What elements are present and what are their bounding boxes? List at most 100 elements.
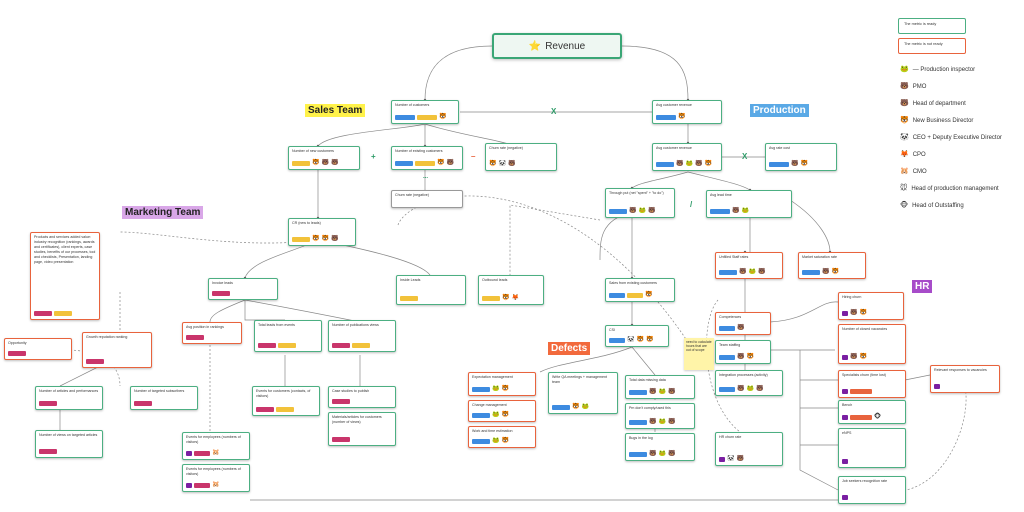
- metric-node[interactable]: HR churn rate 🐼🐻: [715, 432, 783, 466]
- metric-node[interactable]: Events for customers (contacts, of visit…: [252, 386, 320, 416]
- tiger-icon: 🐯: [437, 160, 445, 166]
- metric-label: Avg lead time: [710, 193, 732, 197]
- legend-role-label: New Business Director: [912, 118, 974, 124]
- metric-node[interactable]: Products and services added value: indus…: [30, 232, 100, 320]
- metric-label: Events for employees (numbers of visitor…: [186, 467, 241, 476]
- revenue-root-node[interactable]: ⭐ Revenue: [492, 33, 622, 59]
- metric-node[interactable]: Write QA meetings + management team 🐯🐸: [548, 372, 618, 414]
- metric-node[interactable]: CSI 🐼🐯🐯: [605, 325, 669, 347]
- metric-label: Total data missing data: [629, 378, 666, 382]
- metric-node[interactable]: Bench 🐵: [838, 400, 906, 424]
- metric-node[interactable]: Invoice leads: [208, 278, 278, 300]
- metric-label: HR churn rate: [719, 435, 742, 439]
- metric-node[interactable]: Avg rate cost 🐻🐯: [765, 143, 837, 171]
- metric-label: Number of publications views: [332, 323, 379, 327]
- metric-label: Hiring churn: [842, 295, 862, 299]
- legend-role-item: 🐻Head of department: [900, 100, 966, 107]
- metric-node[interactable]: Avg customer revenue 🐻🐸🐻🐯: [652, 143, 722, 171]
- metric-node[interactable]: Market saturation rate 🐻🐯: [798, 252, 866, 279]
- tiger-icon: 🐯: [800, 161, 808, 167]
- metric-node[interactable]: Relevant responses to vacancies: [930, 365, 1000, 393]
- bear-icon: 🐻: [737, 325, 745, 331]
- sticky-note[interactable]: need to calculate hours that are out of …: [684, 338, 714, 370]
- metric-node[interactable]: Outbound leads 🐯🦊: [478, 275, 544, 305]
- metric-node[interactable]: Avg position in rankings: [182, 322, 242, 344]
- metric-node[interactable]: Competences 🐻: [715, 312, 771, 335]
- metric-label: Integration processes (activity): [719, 373, 768, 377]
- metric-node[interactable]: Number of existing customers 🐯🐻: [391, 146, 463, 170]
- metric-node[interactable]: Through put (net "spent" + "to do") 🐻🐸🐻: [605, 188, 675, 218]
- metric-node[interactable]: Number of customers 🐯: [391, 100, 459, 124]
- metric-node[interactable]: Unfilled Staff rates 🐻🐸🐻: [715, 252, 783, 279]
- metric-node[interactable]: Events for employees (numbers of visitor…: [182, 432, 250, 460]
- metric-label: Inside Leads: [400, 278, 421, 282]
- metric-node[interactable]: Case studies to publish: [328, 386, 396, 408]
- metric-node[interactable]: Pm don't comply/used this 🐻🐸🐻: [625, 403, 695, 429]
- bear-icon: 🐻: [676, 161, 684, 167]
- legend-role-item: 🐼CEO + Deputy Executive Director: [900, 134, 1002, 141]
- metric-label: Number of targeted subscribers: [134, 389, 185, 393]
- legend-role-item: 🐵Head of Outstaffing: [900, 202, 964, 209]
- bear-icon: 🐻: [739, 269, 747, 275]
- bear-icon: 🐻: [755, 386, 764, 392]
- metric-label: Number of closed vacancies: [842, 327, 888, 331]
- metric-label: Products and services added value: indus…: [34, 235, 96, 264]
- metric-node[interactable]: Churn rate (negative) 🐯🐼🐻: [485, 143, 557, 171]
- metric-node[interactable]: Work and time estimation 🐸🐯: [468, 426, 536, 448]
- metric-node[interactable]: Number of closed vacancies 🐻🐯: [838, 324, 906, 364]
- metric-node[interactable]: Integration processes (activity) 🐻🐸🐻: [715, 370, 783, 396]
- legend-role-item: 🐯New Business Director: [900, 117, 974, 124]
- metric-label: Bench: [842, 403, 853, 407]
- metric-node[interactable]: Total data missing data 🐻🐸🐻: [625, 375, 695, 399]
- bear-icon: 🐻: [757, 269, 766, 275]
- metric-node[interactable]: Avg lead time 🐻🐸: [706, 190, 792, 218]
- metric-label: Job seekers recognition rate: [842, 479, 888, 483]
- legend-not-ready: The metric is not ready: [898, 38, 966, 54]
- metric-node[interactable]: Bugs in the log 🐻🐸🐻: [625, 433, 695, 461]
- metric-node[interactable]: Number of new customers 🐯🐻🐻: [288, 146, 360, 170]
- metric-node[interactable]: Inside Leads: [396, 275, 466, 305]
- metric-node[interactable]: Avg customer revenue 🐯: [652, 100, 722, 124]
- metric-node[interactable]: Total leads from events: [254, 320, 322, 352]
- metric-node[interactable]: Job seekers recognition rate: [838, 476, 906, 504]
- metric-node[interactable]: CR (new to leads) 🐯🐯🐻: [288, 218, 356, 246]
- metric-node[interactable]: Events for employees (numbers of visitor…: [182, 464, 250, 492]
- metric-node[interactable]: Sales from existing customers 🐯: [605, 278, 675, 302]
- panda-icon: 🐼: [498, 161, 506, 167]
- monkey-icon: 🐵: [874, 414, 881, 420]
- metric-label: Bugs in the log: [629, 436, 653, 440]
- metric-node[interactable]: Number of articles and performances: [35, 386, 103, 410]
- metric-node[interactable]: Number of targeted subscribers: [130, 386, 198, 410]
- monkey-icon: 🐵: [900, 202, 909, 209]
- bear-icon: 🐻: [822, 269, 830, 275]
- frog-icon: 🐸: [746, 386, 754, 392]
- bear-icon: 🐻: [649, 389, 657, 395]
- metric-node[interactable]: Hiring churn 🐻🐯: [838, 292, 904, 320]
- metric-node[interactable]: Churn rate (negative): [391, 190, 463, 208]
- metric-node[interactable]: Number of views on targeted articles: [35, 430, 103, 458]
- frog-icon: 🐸: [741, 208, 749, 214]
- metric-node[interactable]: Growth reputation ranking: [82, 332, 152, 368]
- heading-defects: Defects: [548, 342, 591, 355]
- metric-node[interactable]: eNPS: [838, 428, 906, 468]
- metric-label: Work and time estimation: [472, 429, 513, 433]
- metric-label: Avg customer revenue: [656, 103, 692, 107]
- metric-node[interactable]: Opportunity: [4, 338, 72, 360]
- tiger-icon: 🐯: [645, 292, 653, 298]
- bear-icon: 🐻: [900, 83, 909, 90]
- metric-node[interactable]: Materials/articles for customers (number…: [328, 412, 396, 446]
- bear-icon: 🐻: [900, 100, 909, 107]
- metric-label: Pm don't comply/used this: [629, 406, 671, 410]
- bear-icon: 🐻: [736, 456, 744, 462]
- metric-node[interactable]: Specialists churn (time lost): [838, 370, 906, 398]
- metric-node[interactable]: Change management 🐸🐯: [468, 400, 536, 422]
- metric-node[interactable]: Team staffing 🐻🐯: [715, 340, 771, 364]
- frog-icon: 🐸: [748, 269, 756, 275]
- bear-icon: 🐻: [791, 161, 799, 167]
- metric-node[interactable]: Expectation management 🐸🐯: [468, 372, 536, 396]
- bear-icon: 🐻: [507, 161, 516, 167]
- operator-multiply: X: [742, 152, 748, 161]
- metric-label: Through put (net "spent" + "to do"): [609, 191, 664, 195]
- metric-node[interactable]: Number of publications views: [328, 320, 396, 352]
